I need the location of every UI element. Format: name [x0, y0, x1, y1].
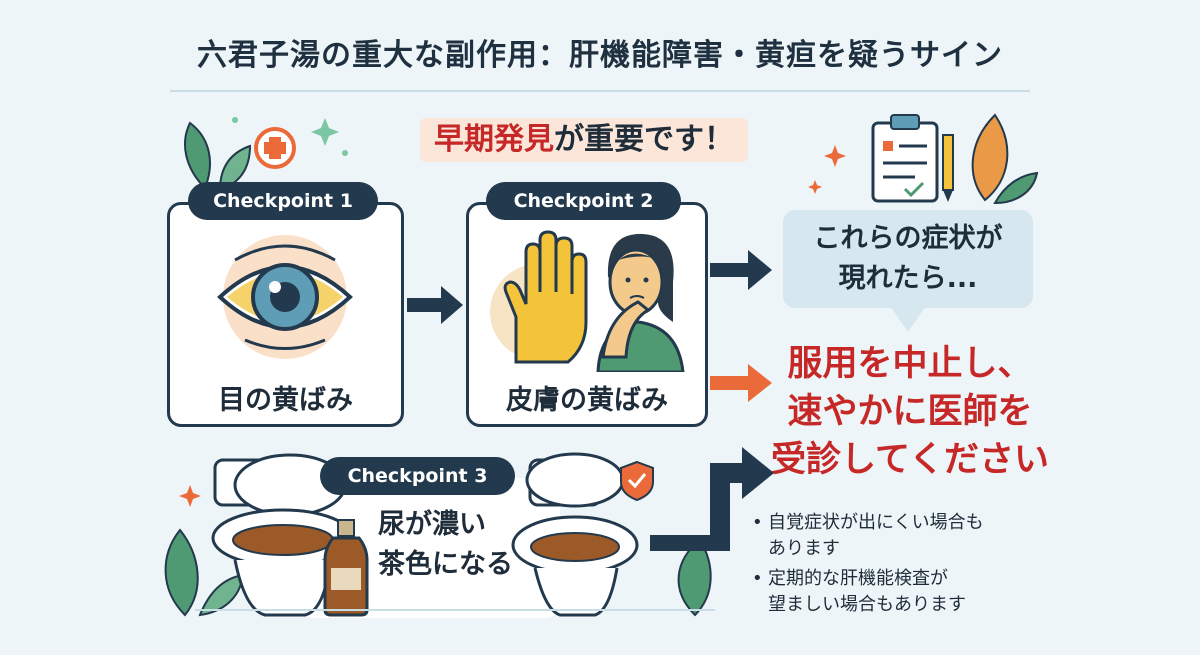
bottle-icon — [323, 519, 369, 617]
checkpoint-2-label: 皮膚の黄ばみ — [506, 385, 668, 416]
action-instruction: 服用を中止し、 速やかに医師を 受診してください — [760, 340, 1060, 484]
arrow-right-icon — [710, 250, 772, 290]
bubble-line-1: これらの症状が — [813, 223, 1003, 254]
shield-check-icon — [620, 460, 654, 502]
eye-icon — [217, 235, 353, 359]
clipboard-icon — [871, 114, 939, 203]
bubble-tail — [890, 306, 926, 332]
note-1-line-1: 自覚症状が出にくい場合も — [768, 512, 984, 533]
notes-list: 自覚症状が出にくい場合も あります 定期的な肝機能検査が 望ましい場合もあります — [752, 510, 1052, 622]
toilet-icon — [511, 452, 639, 617]
note-item: 自覚症状が出にくい場合も あります — [752, 510, 1052, 562]
action-line-2: 速やかに医師を — [787, 392, 1033, 432]
top-right-decoration — [808, 113, 1039, 205]
headline: 早期発見が重要です！ — [420, 118, 748, 162]
arrow-right-icon — [407, 286, 463, 324]
sparkle-icon — [232, 117, 348, 156]
note-2-line-1: 定期的な肝機能検査が — [768, 568, 948, 589]
arrow-right-icon — [650, 447, 774, 551]
hand-icon — [490, 230, 588, 364]
headline-rest: が重要です！ — [554, 122, 734, 157]
action-line-1: 服用を中止し、 — [787, 344, 1033, 384]
sparkle-icon — [179, 485, 201, 507]
checkpoint-3-illustration — [164, 452, 715, 617]
checkpoint-1-label: 目の黄ばみ — [218, 385, 353, 416]
woman-icon — [596, 233, 685, 372]
checkpoint-3-tag: Checkpoint 3 — [320, 457, 515, 495]
top-left-decoration — [184, 117, 348, 192]
bubble-line-2: 現れたら... — [838, 263, 978, 294]
medical-cross-icon — [254, 127, 296, 169]
checkpoint-3-label-line-1: 尿が濃い — [378, 509, 486, 540]
sparkle-icon — [808, 145, 846, 194]
leaf-icon — [184, 121, 252, 192]
headline-emphasis: 早期発見 — [434, 122, 554, 157]
action-line-3: 受診してください — [771, 440, 1049, 480]
checkpoint-3-label-line-2: 茶色になる — [378, 549, 513, 580]
condition-bubble: これらの症状が 現れたら... — [783, 210, 1033, 308]
note-2-line-2: 望ましい場合もあります — [768, 594, 966, 615]
skin-illustration — [490, 230, 685, 372]
leaf-icon — [164, 528, 712, 617]
checkpoint-3-label: 尿が濃い 茶色になる — [378, 505, 548, 585]
note-item: 定期的な肝機能検査が 望ましい場合もあります — [752, 566, 1052, 618]
arrow-right-icon — [710, 364, 772, 402]
pencil-icon — [942, 134, 954, 202]
leaf-icon — [971, 113, 1039, 205]
title-divider — [170, 90, 1030, 92]
checkpoint-1-tag: Checkpoint 1 — [188, 182, 378, 220]
note-1-line-2: あります — [768, 538, 840, 559]
page-title: 六君子湯の重大な副作用：肝機能障害・黄疸を疑うサイン — [197, 38, 1003, 73]
checkpoint-2-tag: Checkpoint 2 — [486, 182, 681, 220]
